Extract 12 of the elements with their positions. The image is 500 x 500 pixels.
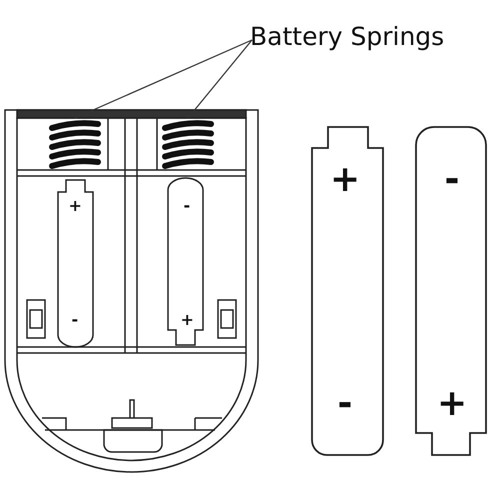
polarity-sign: + (437, 386, 468, 422)
polarity-sign: + (330, 162, 360, 198)
polarity-sign: + (180, 312, 194, 328)
polarity-sign: - (72, 312, 78, 328)
polarity-sign: - (444, 162, 460, 198)
polarity-sign: - (184, 198, 190, 214)
polarity-sign: - (338, 386, 352, 422)
spring-icon (162, 120, 214, 169)
callout-text: Battery Springs (250, 24, 444, 49)
leader-line (188, 40, 252, 118)
spring-icon (49, 120, 101, 169)
polarity-sign: + (68, 198, 82, 214)
